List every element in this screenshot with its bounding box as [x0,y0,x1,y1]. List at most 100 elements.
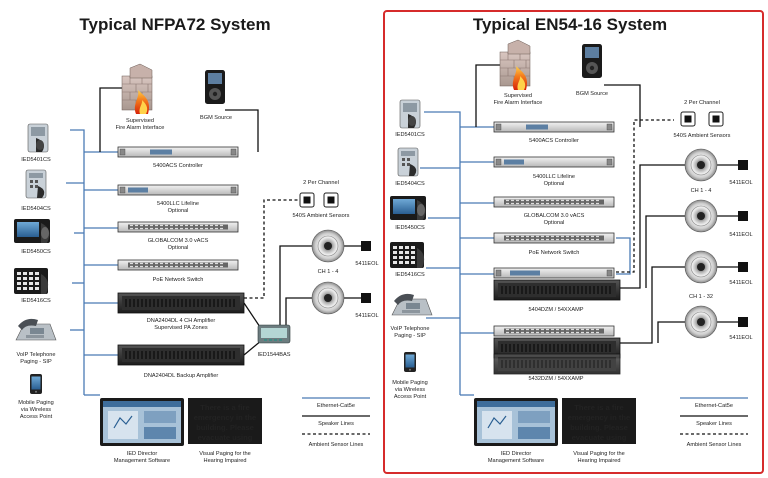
right-controller-label: 5400ACS Controller [529,138,579,144]
right-system-border [383,10,764,474]
ambient-sensors-label: 540S Ambient Sensors [293,213,350,219]
right-legend-ethernet-label: Ethernet-Cat5e [695,403,733,409]
right-station-ied5404cs: IED5404CS [395,147,425,187]
right-station-label-1: IED5401CS [395,132,425,138]
controller: 5400ACS Controller [117,146,239,169]
legend-ethernet-label: Ethernet-Cat5e [317,403,355,409]
right-poe-switch: PoE Network Switch [493,232,615,256]
sign-line-3: building. Please [196,423,254,432]
bgm-source-label: BGM Source [200,115,232,121]
right-station-label-4: IED5416CS [395,272,425,278]
right-station-ied5401cs: IED5401CS [395,99,425,138]
visual-paging-label-2: Hearing Impaired [204,458,247,464]
right-ambient-sensors-top-label: 2 Per Channel [684,100,720,106]
left-system: Typical NFPA72 System Supervised Fire A [14,15,379,464]
amp-2-label: 5432DZM / 54XXAMP [528,376,583,382]
amp-5432dzm: 5432DZM / 54XXAMP [493,325,621,382]
lifeline: 5400LLC Lifeline Optional [117,184,239,214]
sign-line-1: There is a fire [200,403,249,412]
station-label-2: IED5404CS [21,206,51,212]
right-speakers: CH 1 - 4 CH 1 - 32 [684,148,718,339]
ied1544bas-label: IED1544BAS [258,352,291,358]
right-eol-label-2: 5411EOL [729,232,752,238]
right-sign-line-3: building. Please [570,423,628,432]
globalcom-label-2: Optional [168,245,189,251]
right-ambient-sensors-label: 540S Ambient Sensors [674,133,731,139]
right-station-label-2: IED5404CS [395,181,425,187]
right-system: Typical EN54-16 System Supervised Fire A… [390,15,753,464]
right-legend-speaker-label: Speaker Lines [696,421,732,427]
visual-paging-label-1: Visual Paging for the [199,451,251,457]
right-director-software: IED Director Management Software [473,397,559,464]
ambient-sensors-top-label: 2 Per Channel [303,180,339,186]
mobile-label-3: Access Point [20,414,53,420]
right-poe-switch-label: PoE Network Switch [529,250,580,256]
right-voip-label-2: Paging - SIP [394,333,426,339]
right-controller: 5400ACS Controller [493,121,615,144]
right-sign-line-1: There is a fire [574,403,623,412]
speakers: CH 1 - 4 [311,229,345,315]
right-title: Typical EN54-16 System [473,15,667,34]
right-station-label-3: IED5450CS [395,225,425,231]
amp-5404dzm: 5404DZM / 54XXAMP [493,267,621,313]
right-eol-label-4: 5411EOL [729,335,752,341]
station-ied5416cs: IED5416CS [14,268,51,304]
right-ambient-sensors: 2 Per Channel 540S Ambient Sensors [674,100,731,139]
right-bgm-source-label: BGM Source [576,91,608,97]
poe-switch: PoE Network Switch [117,259,239,283]
controller-label: 5400ACS Controller [153,163,203,169]
backup-amplifier-label: DNA2404DL Backup Amplifier [144,373,219,379]
director-software: IED Director Management Software [99,397,185,464]
fire-alarm-interface: Supervised Fire Alarm Interface [116,63,164,131]
right-visual-paging-sign: There is a fire emergency in the buildin… [562,398,636,464]
right-globalcom-label-2: Optional [544,220,565,226]
right-fire-alarm-interface-label-1: Supervised [504,93,532,99]
legend-speaker-label: Speaker Lines [318,421,354,427]
right-fire-alarm-interface: Supervised Fire Alarm Interface [494,39,543,106]
voip-label-1: VoIP Telephone [17,352,56,358]
eols: 5411EOL 5411EOL [355,241,379,319]
right-director-label-1: IED Director [501,451,532,457]
right-sign-line-4: evacuate using [572,433,627,442]
right-bgm-source: BGM Source [576,44,608,97]
right-sign-line-2: emergency in the [568,413,630,422]
right-fire-alarm-interface-label-2: Fire Alarm Interface [494,100,543,106]
left-title: Typical NFPA72 System [79,15,270,34]
right-mobile-paging: Mobile Paging via Wireless Access Point [392,352,428,400]
mobile-label-1: Mobile Paging [18,400,53,406]
station-ied5401cs: IED5401CS [21,123,51,163]
sign-line-2: emergency in the [194,413,256,422]
station-label-3: IED5450CS [21,249,51,255]
voip-phone: VoIP Telephone Paging - SIP [15,318,57,365]
left-legend: Ethernet-Cat5e Speaker Lines Ambient Sen… [302,397,370,448]
right-mobile-label-3: Access Point [394,394,427,400]
right-lifeline-label-1: 5400LLC Lifeline [533,174,575,180]
right-eol-label-3: 5411EOL [729,280,752,286]
right-voip-phone: VoIP Telephone Paging - SIP [391,293,433,339]
right-legend: Ethernet-Cat5e Speaker Lines Ambient Sen… [680,397,748,448]
amplifier-label-2: Supervised PA Zones [154,325,208,331]
right-station-ied5416cs: IED5416CS [390,242,425,278]
legend-ambient-label: Ambient Sensor Lines [309,442,364,448]
eol-label-2: 5411EOL [355,313,378,319]
station-label-1: IED5401CS [21,157,51,163]
right-channel-2-label: CH 1 - 32 [689,294,713,300]
right-eols: 5411EOL 5411EOL 5411EOL 5411EOL [729,160,753,341]
visual-paging-sign: There is a fire emergency in the buildin… [188,398,262,464]
director-label-1: IED Director [127,451,158,457]
right-eol-label-1: 5411EOL [729,180,752,186]
right-channel-1-label: CH 1 - 4 [691,188,712,194]
right-voip-label-1: VoIP Telephone [391,326,430,332]
right-visual-paging-label-2: Hearing Impaired [578,458,621,464]
mobile-label-2: via Wireless [21,407,51,413]
station-ied5450cs: IED5450CS [14,219,51,255]
bgm-source: BGM Source [200,70,232,121]
globalcom: GLOBALCOM 3.0 vACS Optional [117,221,239,251]
station-ied5404cs: IED5404CS [21,169,51,212]
right-globalcom: GLOBALCOM 3.0 vACS Optional [493,196,615,226]
eol-label-1: 5411EOL [355,261,378,267]
right-lifeline: 5400LLC Lifeline Optional [493,156,615,187]
ied1544bas: IED1544BAS [257,324,291,358]
ambient-sensors: 2 Per Channel 540S Ambient Sensors [293,180,350,219]
amplifier-label-1: DNA2404DL 4 CH Amplifier [147,318,216,324]
